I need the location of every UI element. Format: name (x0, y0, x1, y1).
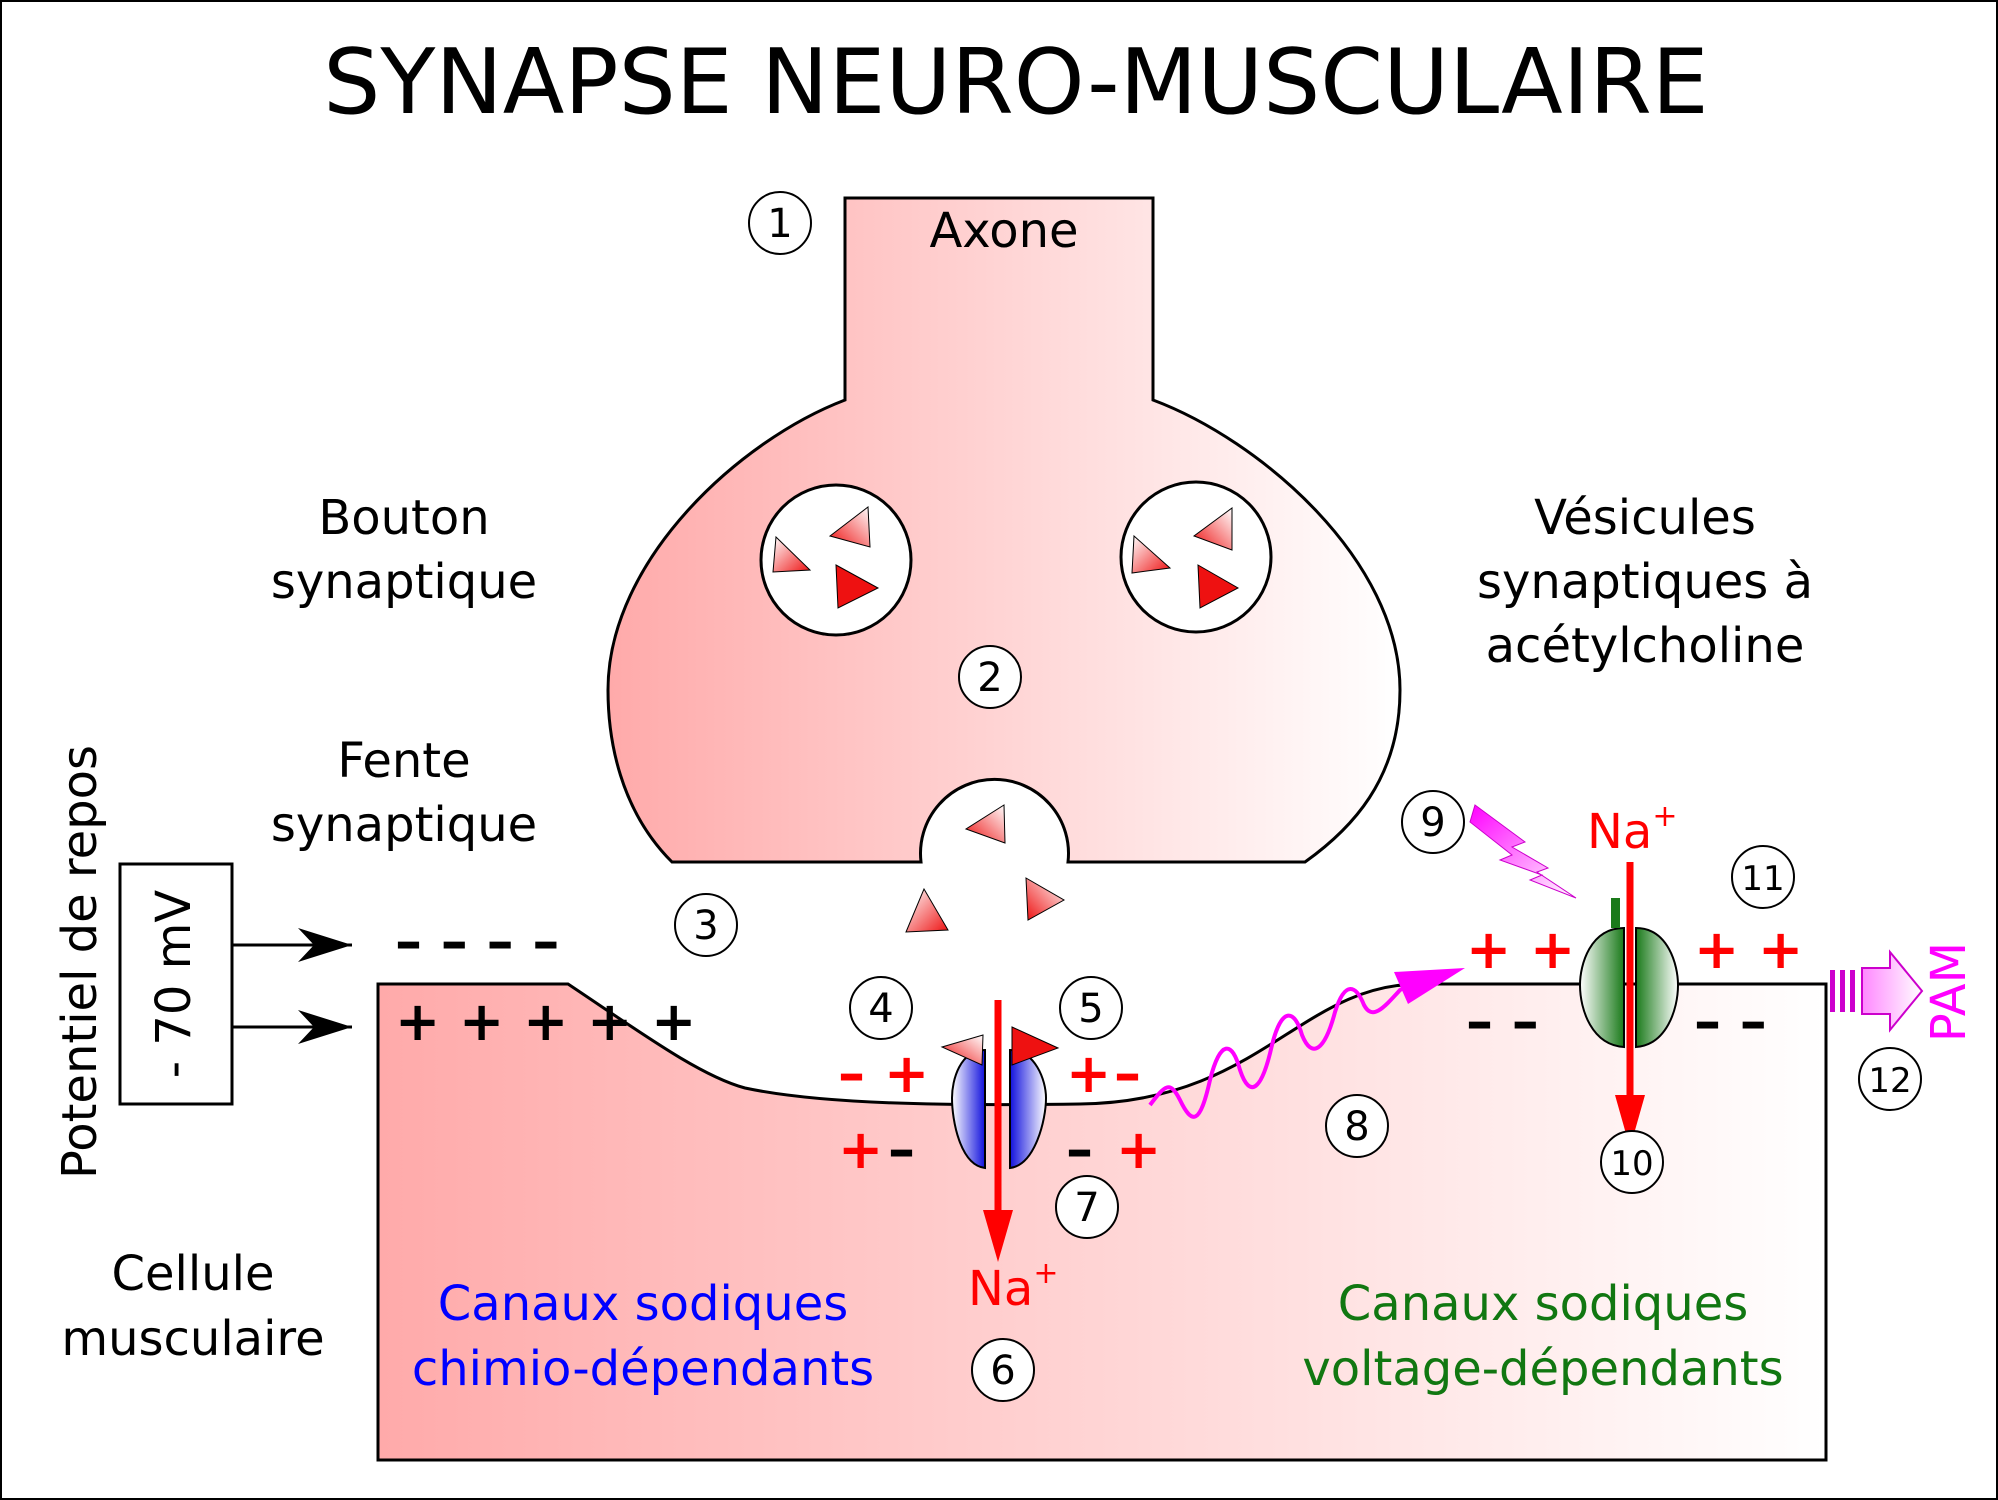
chemo-gated-sodium-channel (940, 1026, 1060, 1170)
voltmeter-box (118, 862, 234, 1106)
svg-text:7: 7 (1074, 1185, 1099, 1231)
chemo-right-top-minus: – (1114, 1042, 1141, 1105)
step-marker-6: 6 (971, 1338, 1035, 1402)
svg-text:4: 4 (868, 986, 893, 1032)
sodium-ion-label-lower: Na+ (968, 1256, 1058, 1317)
step-marker-5: 5 (1059, 976, 1123, 1040)
step-marker-12: 12 (1858, 1047, 1922, 1111)
synaptic-vesicle-left (759, 483, 913, 637)
chemo-right-top-plus: + (1066, 1042, 1111, 1105)
resting-potential-label: Potentiel de repos (52, 745, 108, 1179)
step-marker-2: 2 (958, 645, 1022, 709)
cleft-label-line2: synaptique (271, 797, 537, 853)
axon-label: Axone (929, 203, 1078, 259)
voltage-left-bottom-charges: – – (1466, 990, 1539, 1053)
cleft-label-line1: Fente (337, 733, 470, 789)
sodium-ion-label-upper: Na+ (1587, 799, 1677, 860)
resting-voltage-value: - 70 mV (146, 890, 202, 1079)
electrode-arrowhead-bottom (298, 1010, 352, 1044)
svg-text:12: 12 (1868, 1061, 1911, 1101)
svg-text:2: 2 (977, 655, 1002, 701)
svg-text:6: 6 (990, 1348, 1015, 1394)
chemo-right-bottom-minus: – (1066, 1118, 1093, 1181)
exocytosis-vesicle (964, 804, 1006, 844)
svg-text:5: 5 (1078, 986, 1103, 1032)
action-potential-arrow (1830, 949, 1924, 1033)
lightning-bolt-icon (1469, 804, 1577, 899)
step-marker-4: 4 (849, 976, 913, 1040)
svg-text:8: 8 (1344, 1104, 1369, 1150)
step-marker-10: 10 (1600, 1130, 1664, 1194)
svg-text:1: 1 (767, 201, 792, 247)
sodium-influx-arrow-chemo (983, 1000, 1013, 1262)
bouton-label-line1: Bouton (318, 490, 489, 546)
svg-text:10: 10 (1610, 1144, 1653, 1184)
resting-charges-inside: + + + + + (395, 990, 696, 1053)
resting-charges-outside: – – – – (395, 910, 559, 973)
voltage-left-top-charges: + + (1466, 918, 1575, 981)
step-marker-9: 9 (1401, 790, 1465, 854)
step-marker-7: 7 (1055, 1175, 1119, 1239)
step-marker-11: 11 (1731, 845, 1795, 909)
chemo-left-top-minus: – (838, 1042, 865, 1105)
electrode-arrowhead-top (298, 928, 352, 962)
chemo-right-bottom-plus: + (1116, 1118, 1161, 1181)
step-marker-1: 1 (748, 191, 812, 255)
vesicles-label-line1: Vésicules (1534, 490, 1756, 546)
svg-text:9: 9 (1420, 800, 1445, 846)
sodium-influx-arrow-voltage (1615, 862, 1645, 1148)
acetylcholine-molecule (905, 887, 949, 933)
vesicles-label-line2: synaptiques à (1477, 554, 1813, 610)
chemo-channel-label-line1: Canaux sodiques (438, 1276, 848, 1332)
chemo-left-top-plus: + (884, 1042, 929, 1105)
step-marker-8: 8 (1325, 1094, 1389, 1158)
svg-text:11: 11 (1741, 859, 1784, 899)
muscle-cell-label-line2: musculaire (61, 1311, 324, 1367)
voltage-right-bottom-charges: – – (1694, 990, 1767, 1053)
step-marker-3: 3 (674, 893, 738, 957)
voltage-channel-label-line1: Canaux sodiques (1338, 1276, 1748, 1332)
voltage-gated-sodium-channel (1578, 898, 1680, 1049)
chemo-left-bottom-plus: + (838, 1118, 883, 1181)
pam-label: PAM (1921, 942, 1977, 1042)
chemo-left-bottom-minus: – (888, 1118, 915, 1181)
voltage-right-top-charges: + + (1694, 918, 1803, 981)
diagram-title: SYNAPSE NEURO-MUSCULAIRE (323, 30, 1708, 135)
acetylcholine-molecule (1025, 877, 1066, 921)
local-current-wave (1148, 968, 1465, 1119)
bouton-label-line2: synaptique (271, 554, 537, 610)
chemo-channel-label-line2: chimio-dépendants (412, 1341, 874, 1397)
axon-terminal (606, 196, 1402, 864)
vesicles-label-line3: acétylcholine (1486, 618, 1805, 674)
muscle-cell-label-line1: Cellule (111, 1246, 274, 1302)
synaptic-vesicle-right (1119, 480, 1273, 634)
svg-text:3: 3 (693, 903, 718, 949)
voltage-channel-label-line2: voltage-dépendants (1302, 1341, 1783, 1397)
